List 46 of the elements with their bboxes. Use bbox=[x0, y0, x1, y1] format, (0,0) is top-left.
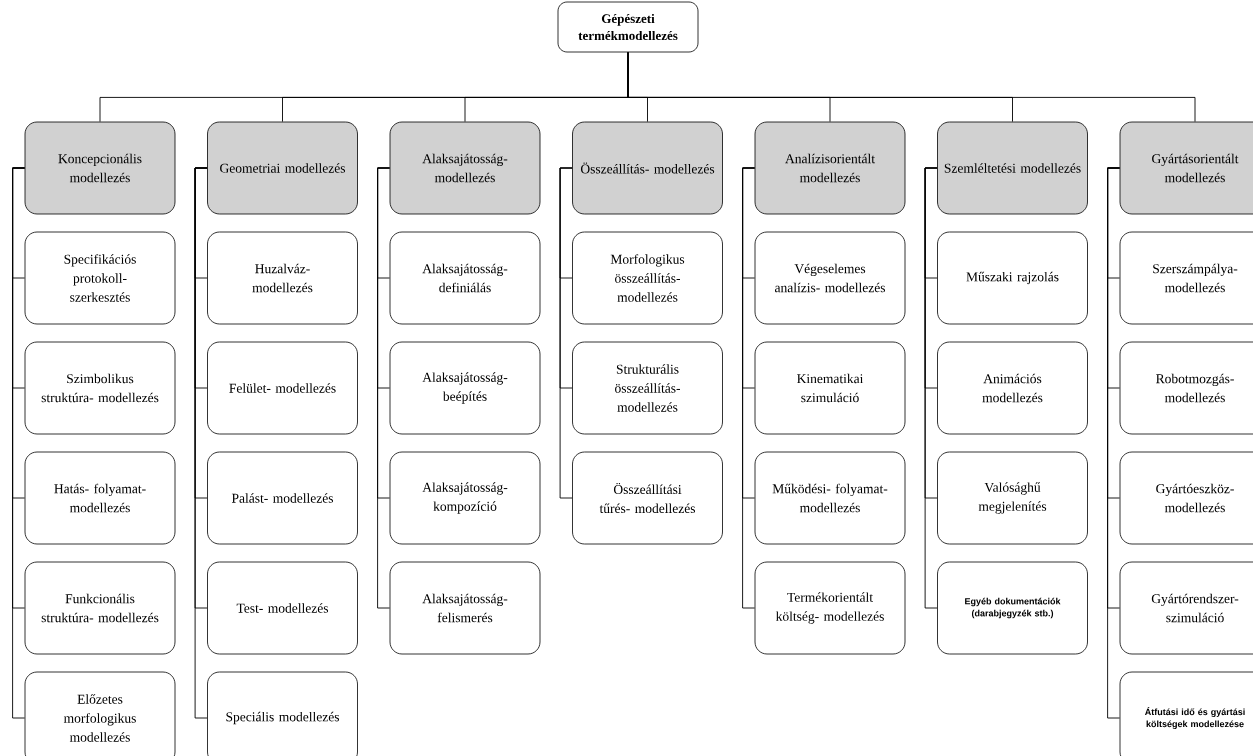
method-box: Felület- modellezés bbox=[207, 341, 358, 435]
method-box: Alaksajátosság- definiálás bbox=[389, 231, 541, 325]
connector-line bbox=[194, 167, 208, 719]
category-box: Analízisorientált modellezés bbox=[754, 121, 906, 215]
method-box: Strukturális összeállítás- modellezés bbox=[572, 341, 723, 435]
method-box: Működési- folyamat- modellezés bbox=[754, 451, 906, 545]
category-box: Koncepcionális modellezés bbox=[24, 121, 176, 215]
method-box: Animációs modellezés bbox=[937, 341, 1088, 435]
connector-line bbox=[924, 167, 938, 609]
method-box: Előzetes morfologikus modellezés bbox=[24, 671, 176, 756]
connector-line bbox=[12, 167, 26, 719]
root-box: Gépészeti termékmodellezés bbox=[557, 1, 699, 53]
category-box: Szemléltetési modellezés bbox=[937, 121, 1088, 215]
method-box: Műszaki rajzolás bbox=[937, 231, 1088, 325]
method-box: Egyéb dokumentációk (darabjegyzék stb.) bbox=[937, 561, 1088, 655]
method-box: Termékorientált költség- modellezés bbox=[754, 561, 906, 655]
connector-line bbox=[1107, 167, 1121, 719]
method-box: Funkcionális struktúra- modellezés bbox=[24, 561, 176, 655]
category-box: Geometriai modellezés bbox=[207, 121, 358, 215]
method-box: Hatás- folyamat- modellezés bbox=[24, 451, 176, 545]
method-box: Valósághű megjelenítés bbox=[937, 451, 1088, 545]
method-box: Szimbolikus struktúra- modellezés bbox=[24, 341, 176, 435]
method-box: Alaksajátosság- felismerés bbox=[389, 561, 541, 655]
method-box: Test- modellezés bbox=[207, 561, 358, 655]
category-box: Összeállítás- modellezés bbox=[572, 121, 723, 215]
method-box: Speciális modellezés bbox=[207, 671, 358, 756]
method-box: Gyártórendszer- szimuláció bbox=[1119, 561, 1253, 655]
connector-line bbox=[742, 167, 756, 609]
category-box: Alaksajátosság- modellezés bbox=[389, 121, 541, 215]
category-box: Gyártásorientált modellezés bbox=[1119, 121, 1253, 215]
method-box: Alaksajátosság- beépítés bbox=[389, 341, 541, 435]
connector-line bbox=[627, 51, 1196, 123]
connector-line bbox=[377, 167, 391, 609]
connector-line bbox=[559, 167, 573, 499]
method-box: Morfologikus összeállítás- modellezés bbox=[572, 231, 723, 325]
method-box: Palást- modellezés bbox=[207, 451, 358, 545]
method-box: Összeállítási tűrés- modellezés bbox=[572, 451, 723, 545]
method-box: Robotmozgás- modellezés bbox=[1119, 341, 1253, 435]
method-box: Átfutási idő és gyártási költségek modellezése bbox=[1119, 671, 1253, 756]
method-box: Gyártóeszköz- modellezés bbox=[1119, 451, 1253, 545]
method-box: Specifikációs protokoll- szerkesztés bbox=[24, 231, 176, 325]
method-box: Alaksajátosság- kompozíció bbox=[389, 451, 541, 545]
method-box: Kinematikai szimuláció bbox=[754, 341, 906, 435]
method-box: Huzalváz- modellezés bbox=[207, 231, 358, 325]
method-box: Szerszámpálya- modellezés bbox=[1119, 231, 1253, 325]
method-box: Végeselemes analízis- modellezés bbox=[754, 231, 906, 325]
